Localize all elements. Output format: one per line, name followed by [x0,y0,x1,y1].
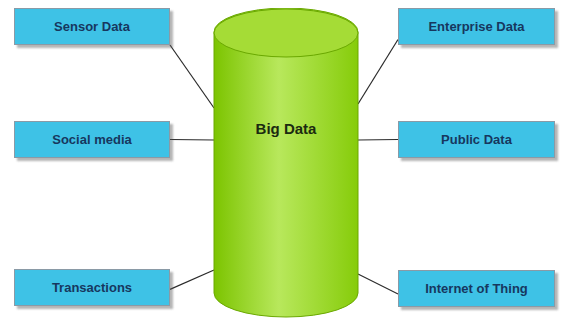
source-box: Transactions [14,269,170,306]
source-box: Internet of Thing [398,270,555,307]
storage-cylinder: Big Data [213,8,359,318]
center-label: Big Data [256,120,317,137]
cylinder-top [214,9,358,57]
connector-line [358,274,398,294]
box-label: Enterprise Data [428,19,524,34]
connector-line [358,39,398,104]
box-label: Sensor Data [54,19,130,34]
box-label: Social media [52,132,131,147]
cylinder-shape [213,8,359,318]
box-label: Transactions [52,280,132,295]
source-box: Sensor Data [14,8,170,45]
cylinder-body [214,8,358,317]
connector-line [170,45,214,108]
box-label: Internet of Thing [425,281,528,296]
source-box: Social media [14,121,170,158]
box-label: Public Data [441,132,512,147]
source-box: Public Data [398,121,555,158]
connector-line [170,270,214,289]
connector-line [170,139,214,141]
connector-line [358,139,398,141]
source-box: Enterprise Data [398,8,555,45]
